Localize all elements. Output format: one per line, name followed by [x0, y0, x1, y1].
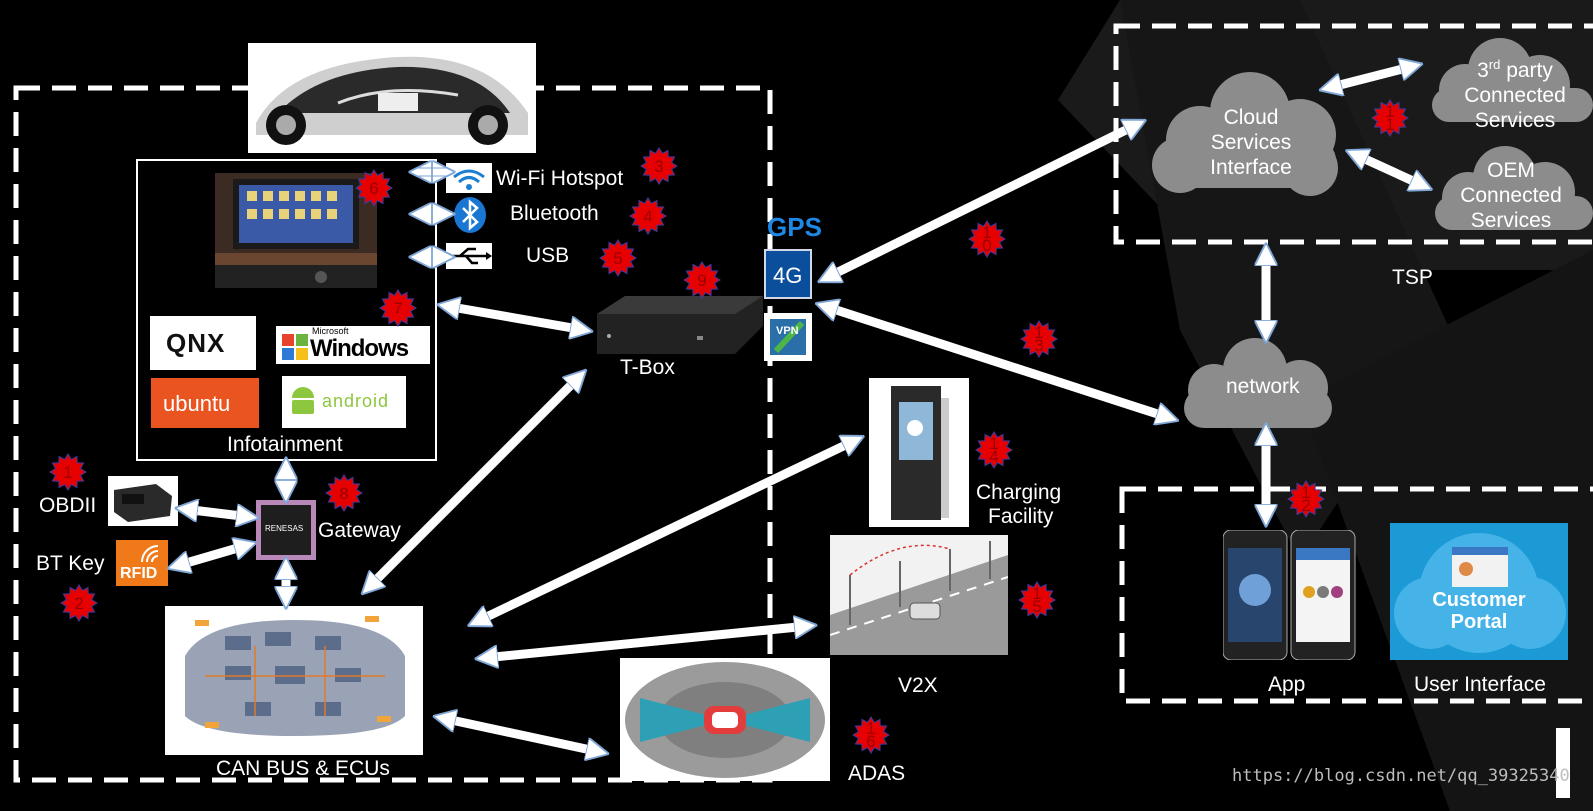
can-bus-ecu-diagram — [165, 606, 423, 755]
badge-6: 6 — [355, 169, 393, 207]
user-interface-label: User Interface — [1414, 673, 1546, 696]
v2x-label: V2X — [898, 674, 938, 697]
badge-2: 2 — [60, 584, 98, 622]
arrow-infotainment-tbox — [446, 306, 584, 330]
arrow-cloud-oem — [1354, 154, 1424, 186]
badge-4: 4 — [629, 197, 667, 235]
bluetooth-label: Bluetooth — [510, 202, 599, 225]
arrow-cloud-thirdparty — [1328, 66, 1414, 88]
edge-mark — [1556, 728, 1570, 798]
obd-connector-image — [108, 476, 178, 526]
bt-key-label: BT Key — [36, 552, 105, 575]
wifi-hotspot-label: Wi-Fi Hotspot — [496, 167, 624, 190]
usb-label: USB — [526, 244, 570, 267]
obd-label: OBDII — [39, 494, 97, 517]
customer-portal-image: Customer Portal — [1390, 523, 1568, 660]
charging-label-line1: Charging — [976, 481, 1062, 504]
badge-7: 7 — [379, 289, 417, 327]
arrow-canbus-adas — [442, 718, 600, 752]
canbus-label: CAN BUS & ECUs — [216, 757, 390, 780]
network-cloud — [1184, 338, 1332, 428]
adas-label: ADAS — [848, 762, 906, 785]
arrow-obd-gateway — [184, 509, 250, 517]
concept-car-image — [248, 43, 536, 153]
gps-logo: GPS — [767, 212, 822, 242]
third-party-services-label: 3rd party Connected Services — [1464, 57, 1566, 132]
rfid-tag: RFID — [116, 540, 168, 586]
oem-cloud — [1435, 146, 1593, 230]
watermark: https://blog.csdn.net/qq_39325340 — [1232, 766, 1570, 786]
cloud-services-label: Cloud Services Interface — [1210, 106, 1292, 179]
gateway-chip: RENESAS — [256, 500, 316, 560]
mobile-app-image — [1223, 530, 1356, 660]
ubuntu-logo: ubuntu — [151, 378, 259, 428]
badge-9: 9 — [683, 261, 721, 299]
arrow-canbus-v2x — [484, 626, 808, 658]
charging-label-line2: Facility — [988, 505, 1054, 528]
app-label: App — [1268, 673, 1306, 696]
third-party-cloud — [1432, 38, 1593, 122]
qnx-logo: QNX — [150, 316, 256, 370]
arrow-gateway-tbox — [368, 376, 580, 588]
tbox-image — [597, 296, 763, 354]
adas-sensor-image — [620, 658, 830, 781]
head-unit-image — [215, 173, 377, 288]
arrow-4g-cloud — [826, 124, 1138, 278]
badge-1: 1 — [49, 453, 87, 491]
badge-8: 8 — [325, 474, 363, 512]
bluetooth-icon — [454, 197, 486, 233]
arrow-canbus-charging — [476, 440, 856, 622]
vpn-icon: VPN — [764, 313, 812, 361]
tsp-label: TSP — [1392, 266, 1433, 289]
arrow-tbox-network — [824, 306, 1170, 418]
badge-3: 3 — [640, 147, 678, 185]
arrow-rfid-gateway — [176, 545, 248, 566]
badge-5: 5 — [599, 239, 637, 277]
gateway-label: Gateway — [318, 519, 401, 542]
oem-services-label: OEM Connected Services — [1460, 159, 1562, 232]
infotainment-label: Infotainment — [227, 433, 343, 456]
4g-logo: 4G — [764, 249, 812, 299]
cloud-services-cloud — [1152, 72, 1338, 196]
network-label: network — [1226, 375, 1300, 398]
tbox-label: T-Box — [620, 356, 675, 379]
